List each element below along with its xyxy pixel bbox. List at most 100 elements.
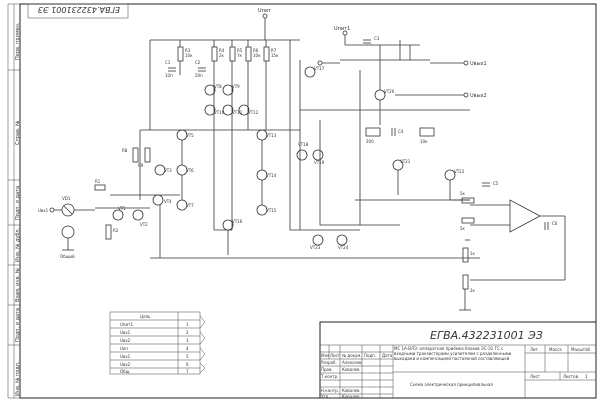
sheets-label: Листов: [563, 374, 579, 379]
col-header-izm: Изм: [321, 353, 329, 358]
c4-label: C4: [398, 129, 404, 134]
role-tech-control: Т.контр.: [320, 374, 338, 379]
scale-label: Масштаб: [571, 347, 591, 352]
caps-left: C1 10п C2 20п: [165, 60, 206, 78]
r7-label: R7: [271, 48, 277, 53]
r3-label: R3: [185, 48, 191, 53]
vt4-label: VT4: [164, 199, 172, 204]
vt22-label: VT22: [454, 169, 465, 174]
col-header-doc: № докум.: [342, 353, 362, 358]
c3-label: C3: [374, 36, 380, 41]
col-header-sign: Подп.: [364, 353, 376, 358]
r2-label: R2: [113, 228, 119, 233]
vt7-label: VT7: [186, 203, 194, 208]
sheets-count: 1: [585, 374, 588, 379]
table-row-name: Uпит1: [120, 322, 133, 327]
out2-label: Uвых2: [470, 93, 487, 99]
vcc-top-label: Uпит: [258, 8, 271, 14]
c2-label: C2: [195, 60, 201, 65]
r11-label: 5к: [460, 226, 466, 231]
vt3-label: VT3: [164, 168, 172, 173]
name-developer: Алексеев: [342, 360, 362, 365]
drawing-frame: [19, 3, 597, 399]
ground-label: Общий: [60, 254, 75, 259]
table-row-pin: 2: [186, 330, 189, 335]
transistor-array: VT1 VT2 VT3 VT4 VT5 VT6 VT7 VT8 VT9 VT10…: [112, 66, 465, 250]
table-row-pin: 7: [186, 369, 189, 374]
role-developer: Разраб.: [321, 360, 337, 365]
r8-label: R8: [122, 148, 128, 153]
strip-label-3: Подп. и дата: [15, 186, 21, 220]
table-row-name: Uвх1: [120, 330, 131, 335]
table-rows: Uпит1 1 Uвх1 2 Uвх2 3 Uоп 4 Uвх1 5 Uвх2 …: [110, 322, 200, 374]
table-header: Цепь: [140, 314, 151, 319]
photodiode-input: VD1 Uвх1 Общий R1 R2: [38, 179, 119, 259]
strip-label-7: Инв. № подл.: [15, 361, 21, 396]
col-header-date: Дата: [382, 353, 393, 358]
r3-value: 10к: [185, 53, 193, 58]
connection-table: Цепь Uпит1 1 Uвх1 2 Uвх2 3 Uоп 4 Uвх1 5 …: [109, 311, 206, 375]
sheet-label: Лист: [530, 374, 541, 379]
role-approver: Утв.: [321, 394, 329, 399]
r4-value: 2к: [219, 53, 225, 58]
r5-label: R5: [237, 48, 243, 53]
c6-label: C6: [552, 221, 558, 226]
input1-label: Uвх1: [38, 208, 49, 213]
vt23-label: VT23: [310, 245, 321, 250]
table-row-pin: 1: [186, 322, 189, 327]
name-checker: Ковалев: [342, 367, 360, 372]
vt12-label: VT12: [248, 110, 259, 115]
lit-label: Лит.: [530, 347, 539, 352]
r4-label: R4: [219, 48, 225, 53]
table-row-pin: 4: [186, 346, 189, 351]
r14-label: 10к: [420, 139, 428, 144]
r15-label: 2к: [470, 288, 476, 293]
vt15-label: VT15: [266, 208, 277, 213]
r10-label: 5к: [460, 191, 466, 196]
r6-label: R6: [253, 48, 259, 53]
vt20-label: VT20: [384, 89, 395, 94]
role-norm-control: Н.контр.: [321, 388, 339, 393]
vt8-label: VT8: [214, 84, 222, 89]
title-block: ЕГВА.432231001 ЭЗ Изм Лист № докум. Подп…: [319, 321, 597, 399]
c2-value: 20п: [195, 73, 203, 78]
vt17-label: VT17: [314, 66, 325, 71]
r13-label: 200: [366, 139, 374, 144]
strip-label-6: Подп. и дата: [15, 308, 21, 342]
strip-label-5: Взам. инв. №: [15, 267, 21, 302]
role-checker: Пров.: [321, 367, 333, 372]
opamp: 5к 5к C5 C6 2к 1к: [459, 181, 566, 311]
photodiode-label: VD1: [62, 196, 71, 201]
vcc-right-label: Uпит1: [334, 26, 350, 32]
vt13-label: VT13: [266, 133, 277, 138]
r5-value: 7к: [237, 53, 243, 58]
strip-label-2: Справ. №: [15, 120, 21, 145]
table-row-pin: 6: [186, 362, 189, 367]
vt21-label: VT21: [400, 159, 411, 164]
c1-value: 10п: [165, 73, 173, 78]
r7-value: 15к: [271, 53, 279, 58]
table-row-name: Uвх1: [120, 354, 131, 359]
schematic-body: Uпит R3 10к R4 2к R5 7к R6 10к R7 15к: [38, 8, 566, 311]
strip-label-1: Перв. примен.: [15, 22, 21, 60]
col-header-list: Лист: [330, 353, 341, 358]
strip-label-4: Инв. № дубл.: [15, 227, 21, 262]
table-row-name: Uоп: [120, 346, 128, 351]
vt5-label: VT5: [186, 133, 194, 138]
vt16-label: VT16: [232, 219, 243, 224]
out1-label: Uвых1: [470, 61, 487, 67]
table-row-name: Uвх2: [120, 338, 131, 343]
vt24-label: VT24: [338, 245, 349, 250]
vt11-label: VT11: [232, 110, 243, 115]
vt1-label: VT1: [118, 206, 126, 211]
vt14-label: VT14: [266, 173, 277, 178]
name-norm-control: Ковалев: [342, 388, 360, 393]
vt19-label: VT19: [314, 160, 325, 165]
vt18-label: VT18: [298, 142, 309, 147]
vt2-label: VT2: [140, 222, 148, 227]
vt9-label: VT9: [232, 84, 240, 89]
left-strip: Перв. примен. Справ. № Подп. и дата Инв.…: [7, 3, 21, 399]
r6-value: 10к: [253, 53, 261, 58]
title-code: ЕГВА.432231001 ЭЗ: [430, 329, 543, 342]
